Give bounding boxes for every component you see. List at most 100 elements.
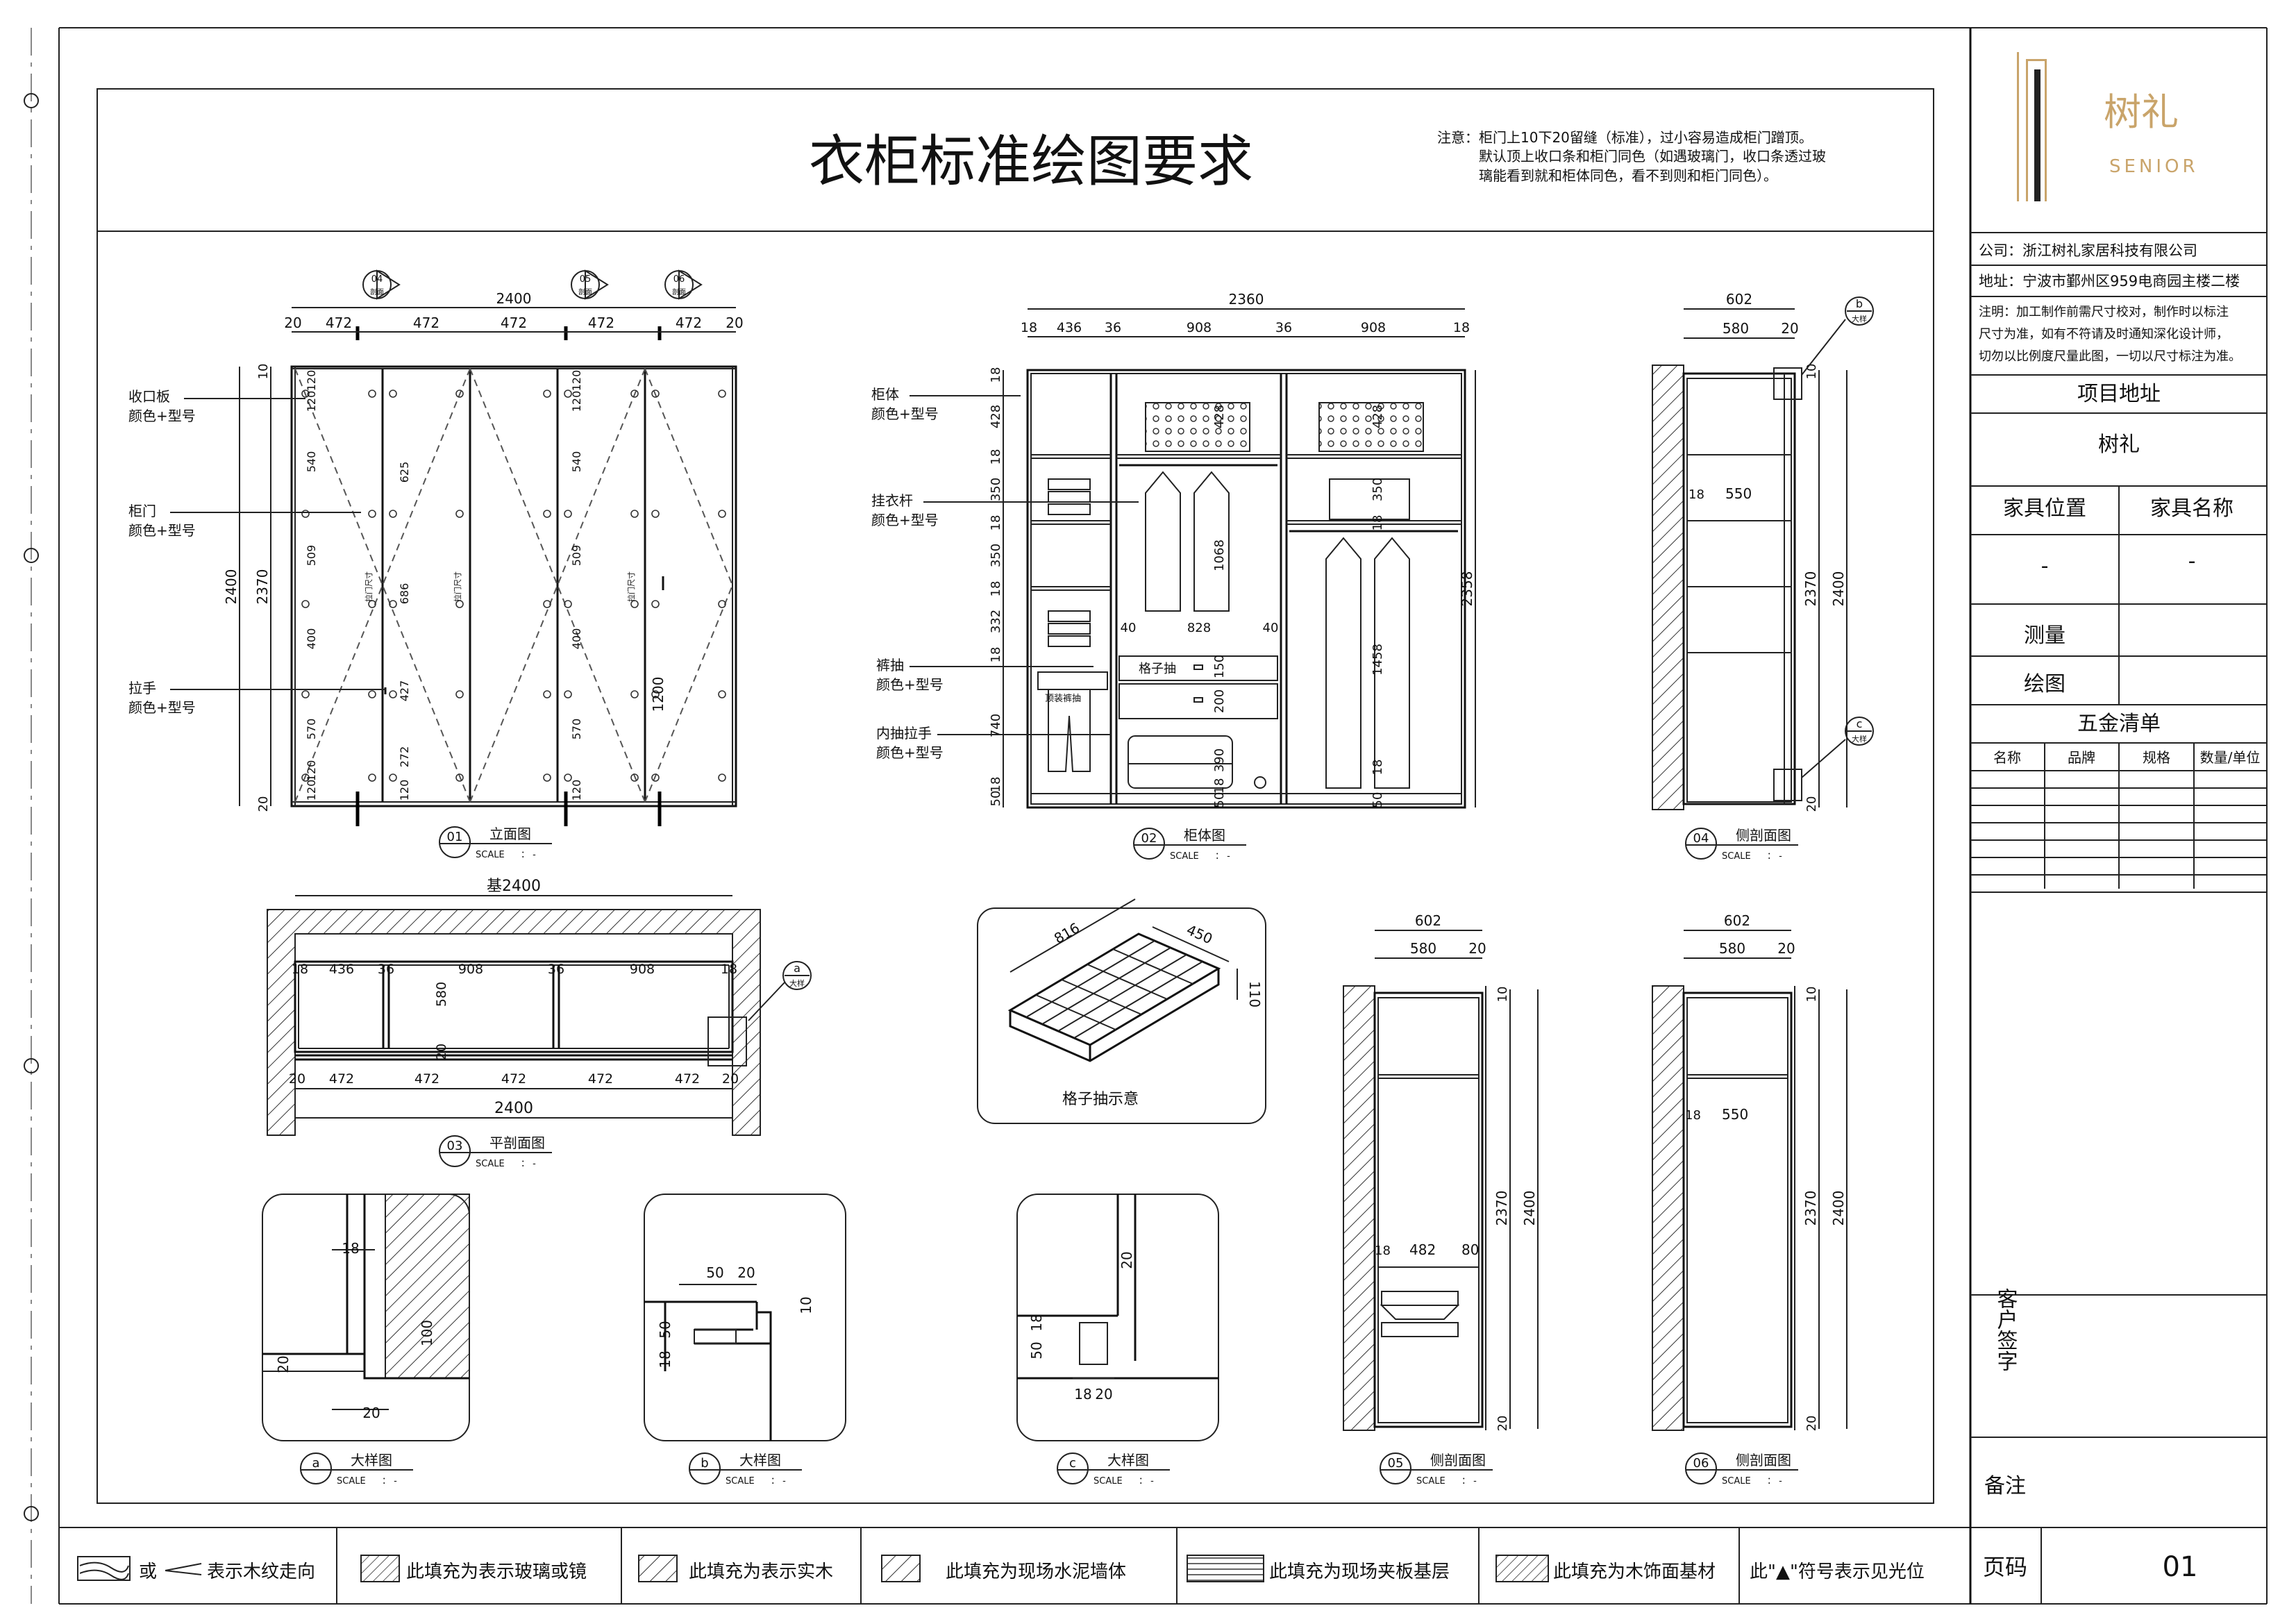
note-line: 默认顶上收口条和柜门同色（如遇玻璃门，收口条透过玻 [1479,148,1826,165]
svg-text:06: 06 [673,274,685,285]
remark-line: 尺寸为准，如有不符请及时通知深化设计师， [1979,327,2229,342]
svg-text:540: 540 [570,451,583,473]
view-number: a [312,1456,319,1471]
address: 地址：宁波市鄞州区959电商园主楼二楼 [1979,273,2240,290]
svg-text:36: 36 [1105,320,1121,335]
section-marker: 04 剖面 [362,269,401,300]
svg-text:20: 20 [289,1071,305,1087]
scale-value: ： - [1215,851,1230,862]
svg-text:拉门尺寸: 拉门尺寸 [453,571,462,602]
svg-text:472: 472 [501,315,527,331]
svg-text:272: 272 [398,746,411,768]
scale-label: SCALE [337,1476,366,1487]
svg-text:18: 18 [721,962,737,977]
svg-text:36: 36 [1275,320,1292,335]
svg-text:472: 472 [329,1071,354,1087]
svg-text:剖面: 剖面 [672,287,686,296]
view-06-side-section: 602 580 20 18 550 2370 2400 10 20 [1652,912,1847,1431]
svg-text:18: 18 [989,581,1003,597]
svg-text:2400: 2400 [223,569,240,605]
concrete-hatch-icon [881,1555,921,1582]
svg-text:1200: 1200 [650,677,667,712]
svg-text:2360: 2360 [1229,291,1264,308]
svg-text:18: 18 [1685,1108,1701,1123]
project-label: 项目地址 [2077,382,2161,406]
note-line: 璃能看到就和柜体同色，看不到则和柜门同色）。 [1479,167,1777,184]
furniture-position-value: - [2041,554,2049,578]
view-03-plan-section: 基2400 18 436 36 908 36 908 18 580 20 20 … [267,878,812,1136]
page-number: 01 [2163,1551,2198,1583]
svg-text:472: 472 [414,1071,439,1087]
client-sign-label: 客户签字 [1993,1288,2018,1371]
scale-label: SCALE [476,1159,505,1169]
svg-text:18: 18 [292,962,308,977]
legend-bar: 或 表示木纹走向 此填充为表示玻璃或镜 此填充为表示实木 此填充为现场水泥墙体 … [77,1527,1925,1604]
view-name: 大样图 [739,1452,781,1468]
svg-text:20: 20 [737,1264,755,1281]
legend-label: 或 [139,1562,157,1582]
logo-sub: SENIOR [2109,156,2199,177]
callout-inner: 内抽拉手 [876,725,932,742]
scale-label: SCALE [726,1476,755,1487]
scale-value: ： - [1139,1476,1154,1487]
view-number: c [1069,1456,1076,1471]
draw-label: 绘图 [2024,672,2065,696]
svg-text:20: 20 [284,315,301,331]
view-number: 03 [447,1139,463,1153]
view-name: 大样图 [1107,1452,1149,1468]
scale-label: SCALE [1170,851,1199,862]
svg-text:580: 580 [1723,320,1749,337]
svg-text:427: 427 [398,680,411,702]
svg-text:2370: 2370 [1802,571,1819,607]
svg-text:200: 200 [1212,689,1227,713]
logo: 树礼 SENIOR [2017,52,2199,201]
legend-label: 此填充为表示玻璃或镜 [406,1562,587,1582]
svg-text:472: 472 [413,315,439,331]
svg-text:18: 18 [989,449,1003,465]
svg-text:18: 18 [989,777,1003,793]
svg-text:2400: 2400 [494,1100,533,1117]
view-number: 04 [1693,831,1709,846]
solid-wood-hatch-icon [638,1555,678,1582]
notes: 注意：柜门上10下20留缝（标准），过小容易造成柜门蹭顶。 默认顶上收口条和柜门… [1437,129,1826,184]
svg-text:908: 908 [1361,320,1386,335]
view-02-carcass: 格子抽 顶装裤抽 2360 18 436 36 908 36 908 18 23… [871,291,1476,809]
svg-text:20: 20 [1495,1416,1510,1432]
svg-text:18: 18 [989,647,1003,663]
svg-text:110: 110 [1246,981,1263,1007]
scale-value: ： - [771,1476,786,1487]
svg-text:100: 100 [419,1320,435,1346]
svg-text:20: 20 [1777,940,1795,957]
grid-drawer-caption: 格子抽示意 [1062,1091,1139,1108]
detail-marker: c 大样 [1801,717,1874,778]
svg-text:36: 36 [548,962,564,977]
svg-text:509: 509 [570,545,583,567]
svg-text:20: 20 [1781,320,1798,337]
page-title: 衣柜标准绘图要求 [809,129,1253,194]
svg-text:40: 40 [1121,621,1137,635]
svg-text:20: 20 [726,315,743,331]
view-name: 大样图 [351,1452,392,1468]
callout-inner-spec: 颜色+型号 [876,744,944,761]
svg-text:18: 18 [1453,320,1470,335]
svg-text:18: 18 [1021,320,1037,335]
svg-text:10: 10 [1804,364,1819,380]
furniture-name-label: 家具名称 [2150,496,2234,521]
svg-text:大样: 大样 [1852,734,1867,744]
scale-value: ： - [1461,1476,1477,1487]
svg-text:10: 10 [1804,987,1819,1003]
svg-text:剖面: 剖面 [578,287,592,296]
svg-text:18: 18 [1074,1386,1091,1403]
svg-text:18: 18 [1375,1244,1391,1258]
svg-text:472: 472 [675,1071,700,1087]
callout-body-spec: 颜色+型号 [871,405,939,422]
view-name: 侧剖面图 [1430,1452,1486,1468]
legend-label: 此填充为现场水泥墙体 [946,1562,1126,1582]
